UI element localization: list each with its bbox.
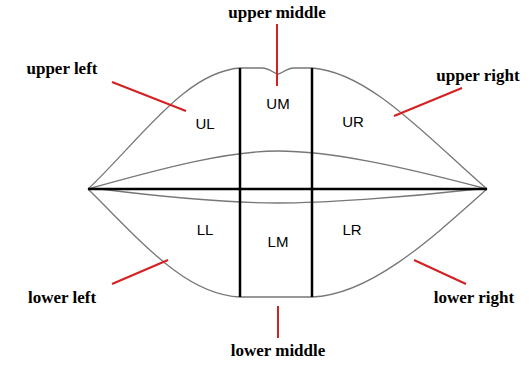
- region-code: UL: [195, 116, 214, 133]
- region-name: lower left: [28, 289, 96, 308]
- region-name: upper left: [27, 60, 98, 79]
- region-code: UR: [342, 114, 364, 131]
- region-code: LR: [342, 222, 361, 239]
- horizontal-divider: [88, 188, 487, 191]
- region-code: UM: [266, 96, 289, 113]
- upper-lip-outline: [88, 68, 487, 189]
- lower-inner-line: [100, 189, 478, 203]
- upper-inner-line: [88, 151, 487, 189]
- leader-line: [276, 24, 278, 86]
- leader-line: [112, 82, 186, 111]
- region-name: upper right: [436, 67, 519, 86]
- right-divider: [311, 68, 314, 297]
- leader-line: [277, 306, 279, 338]
- region-name: lower right: [434, 289, 514, 308]
- left-divider: [239, 68, 242, 297]
- region-code: LL: [197, 222, 214, 239]
- leader-line: [414, 260, 466, 284]
- region-code: LM: [268, 234, 289, 251]
- region-name: lower middle: [231, 342, 326, 361]
- leader-line: [112, 260, 168, 284]
- lower-lip-outline: [88, 189, 487, 297]
- region-name: upper middle: [228, 4, 325, 23]
- leader-line: [394, 88, 462, 116]
